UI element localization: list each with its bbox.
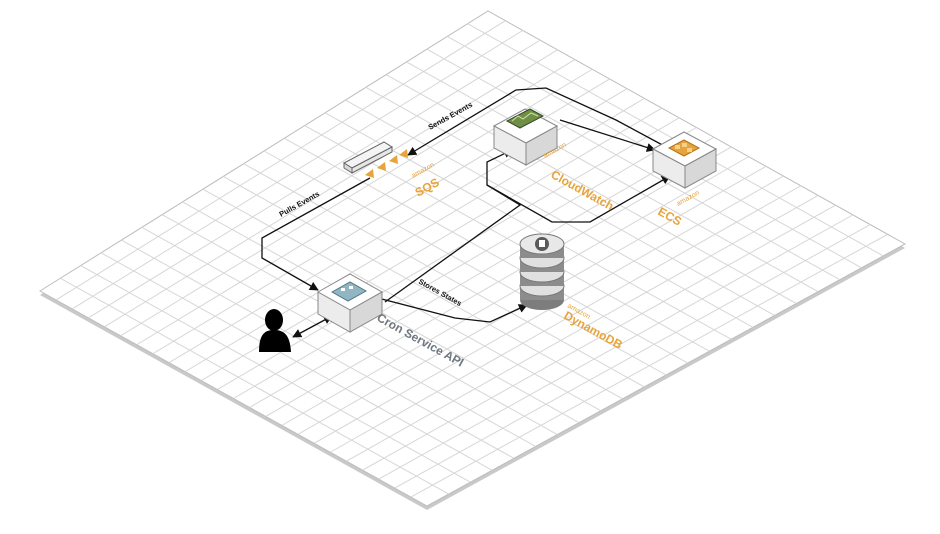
- arrow-api-to-ecs: [486, 175, 671, 223]
- grid-platform: [39, 10, 907, 510]
- arrow-user-to-api: [292, 315, 333, 338]
- database-icon: [519, 233, 565, 310]
- monitor-icon: [505, 108, 545, 129]
- connectors: [261, 87, 671, 338]
- arrow-cloudwatch-to-ecs: [559, 119, 656, 152]
- arrow-pulls-events: [261, 177, 371, 291]
- queue-icon: [342, 141, 408, 178]
- container-icon: [667, 139, 701, 157]
- arrow-stores-states: [377, 297, 528, 323]
- arrow-sends-events: [407, 87, 669, 156]
- user-node[interactable]: [259, 309, 291, 352]
- user-icon: [259, 309, 291, 352]
- api-icon: [330, 281, 368, 302]
